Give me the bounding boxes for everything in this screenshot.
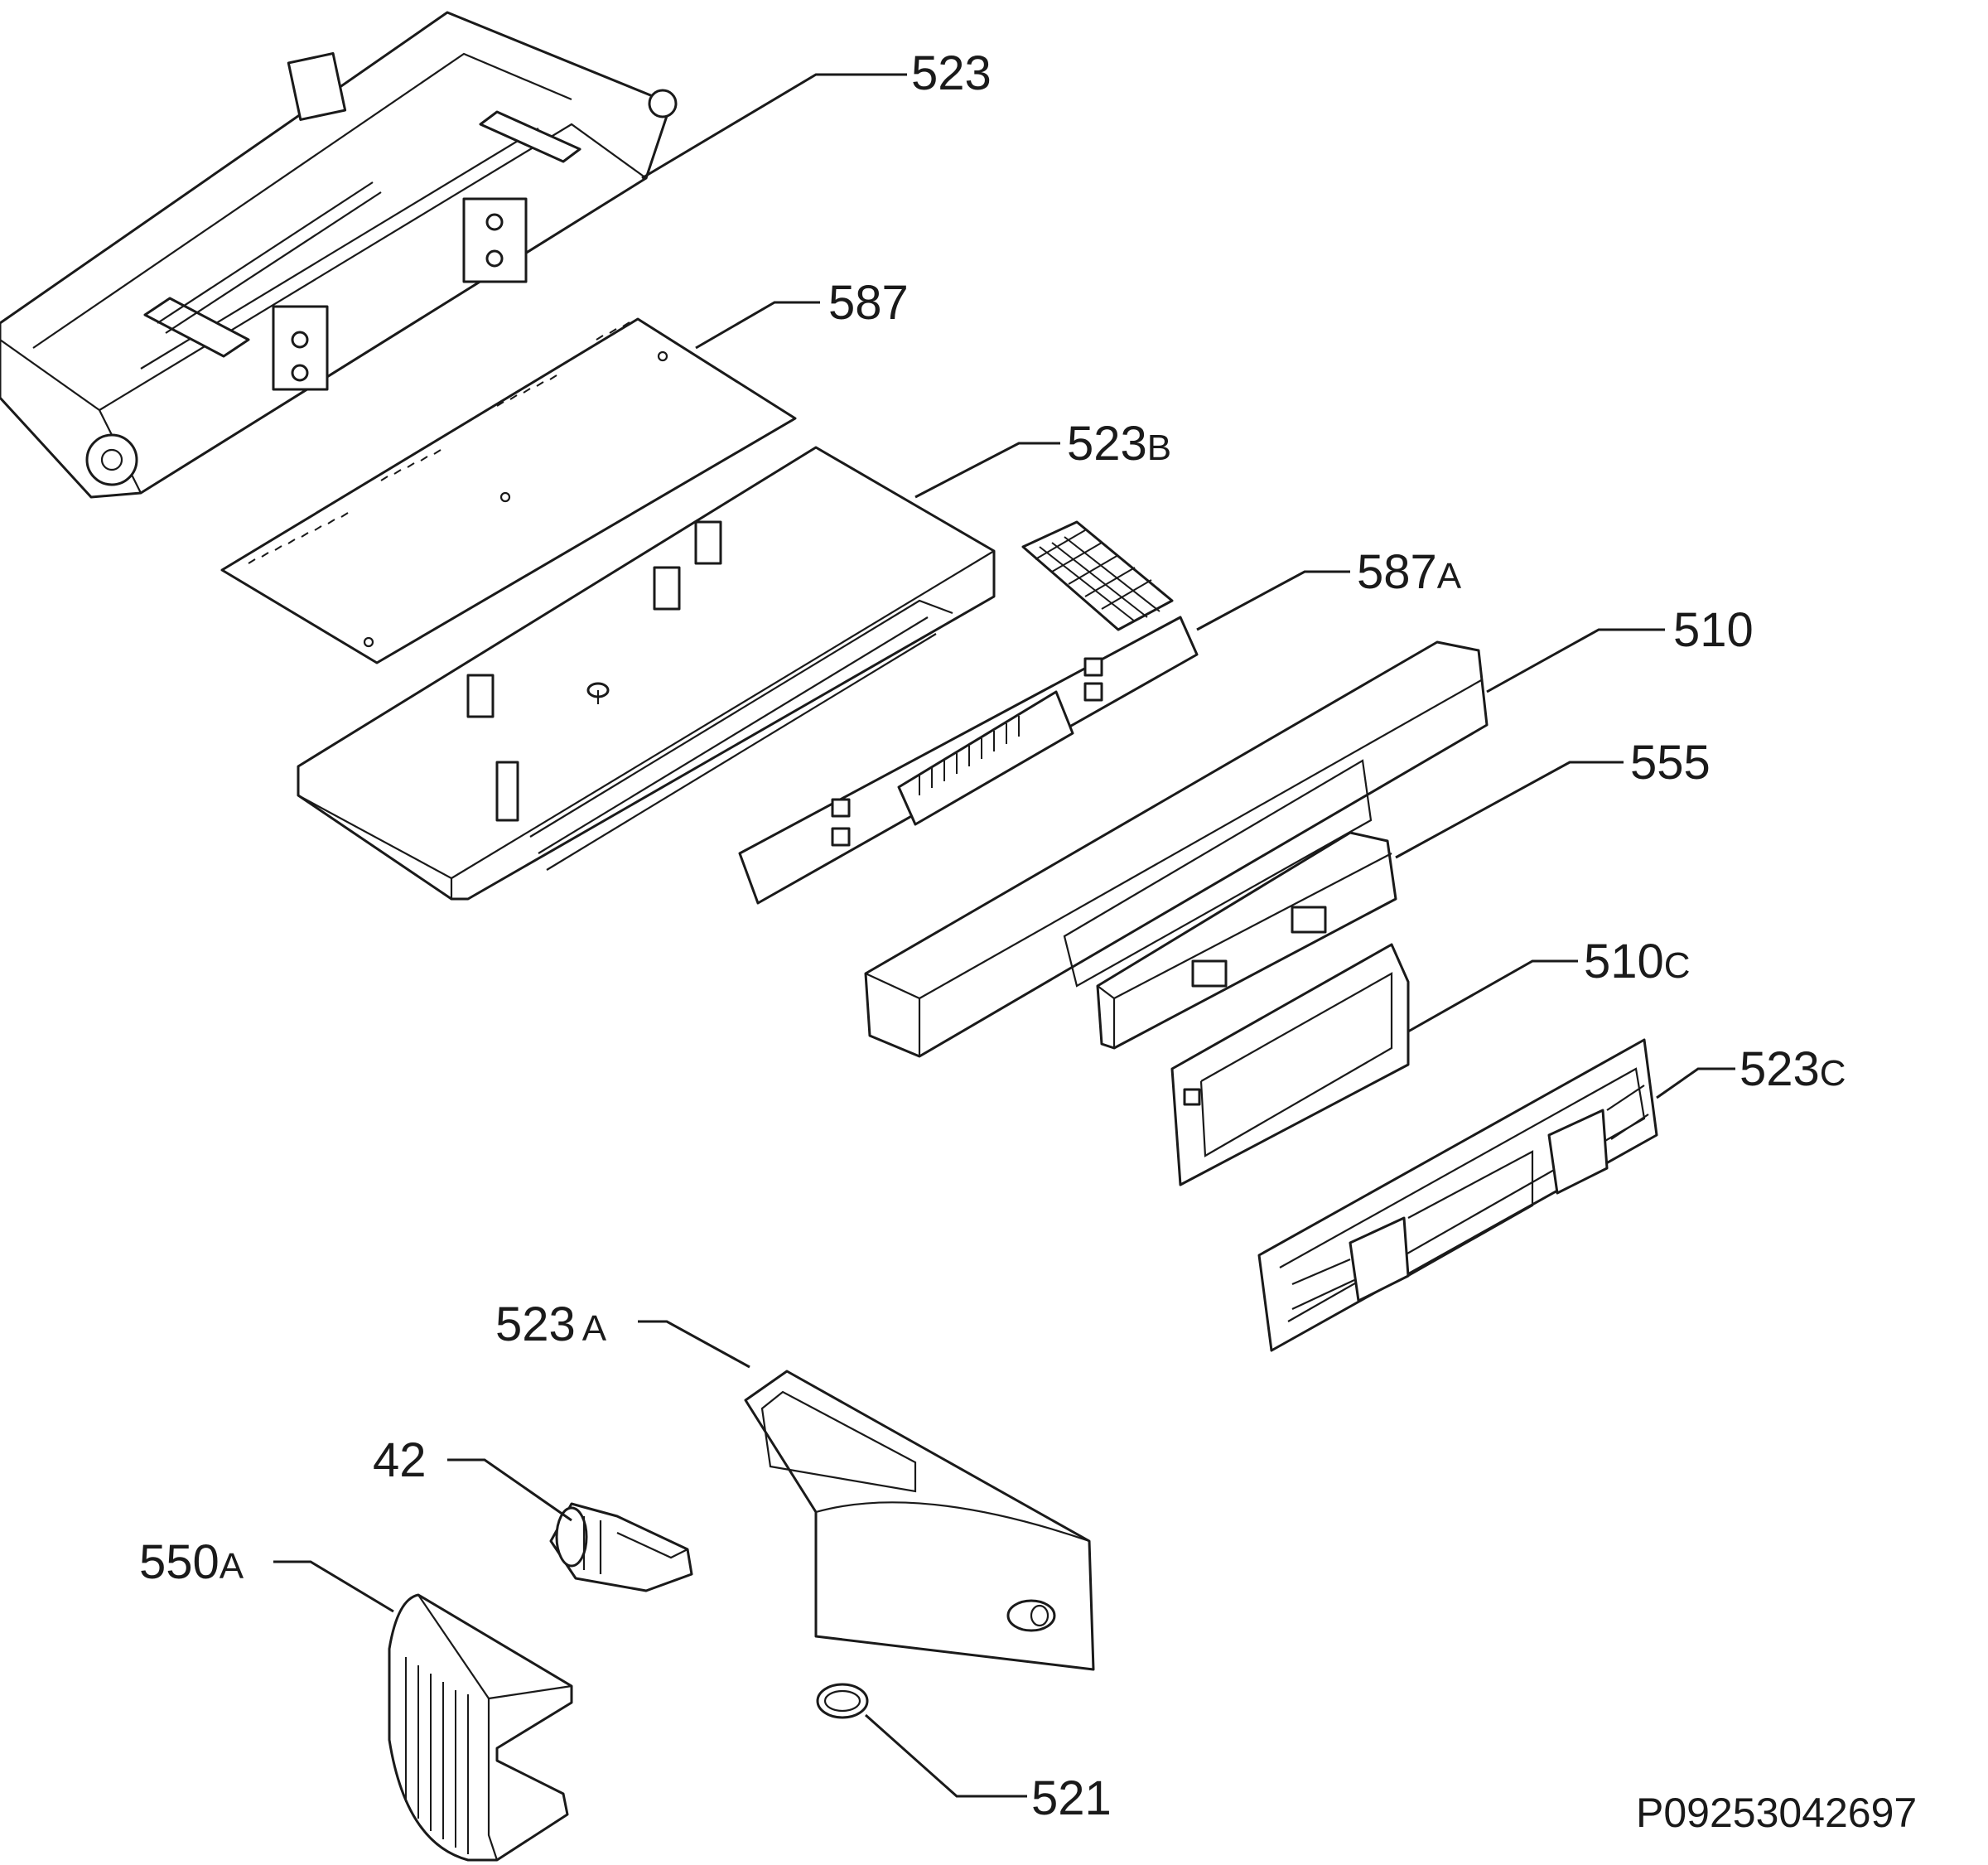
leader-523c	[1656, 1067, 1735, 1099]
part-521-o-ring	[816, 1683, 869, 1719]
leader-521	[865, 1713, 1027, 1798]
part-523b-tray	[297, 446, 996, 901]
leader-587	[695, 301, 820, 350]
leader-550a	[273, 1560, 394, 1613]
leader-42	[447, 1458, 572, 1522]
callout-521: 521	[1031, 1771, 1112, 1825]
part-587-board	[220, 317, 797, 664]
part-510-front-panel	[864, 640, 1489, 1058]
leader-lines	[273, 73, 1735, 1798]
callout-510: 510	[1673, 603, 1754, 657]
callout-510c: 510C	[1584, 935, 1691, 988]
callout-523: 523	[911, 46, 992, 100]
part-523a-side-cap	[744, 1370, 1095, 1671]
part-550a-end-cap	[388, 1593, 573, 1862]
callout-523c: 523C	[1740, 1042, 1846, 1096]
leader-555	[1395, 761, 1624, 859]
part-587a-display-board	[738, 520, 1199, 905]
leader-523	[641, 73, 907, 180]
leader-510c	[1407, 959, 1578, 1033]
part-42-connector	[549, 1502, 693, 1592]
document-number: P09253042697	[1636, 1790, 1917, 1836]
callout-555: 555	[1630, 736, 1711, 790]
callout-42: 42	[373, 1433, 427, 1487]
callout-523b: 523B	[1067, 417, 1171, 471]
leader-523a	[638, 1320, 750, 1369]
part-555-window	[1096, 831, 1397, 1050]
leader-587a	[1196, 570, 1350, 631]
callout-587: 587	[828, 276, 909, 330]
part-523-housing	[0, 11, 678, 499]
part-523c-button-frame	[1257, 1038, 1658, 1352]
leader-523b	[914, 442, 1060, 499]
callout-550a: 550A	[139, 1535, 244, 1589]
callout-587a: 587A	[1357, 545, 1462, 599]
part-510c-lens	[1170, 943, 1410, 1186]
leader-510	[1486, 628, 1665, 693]
